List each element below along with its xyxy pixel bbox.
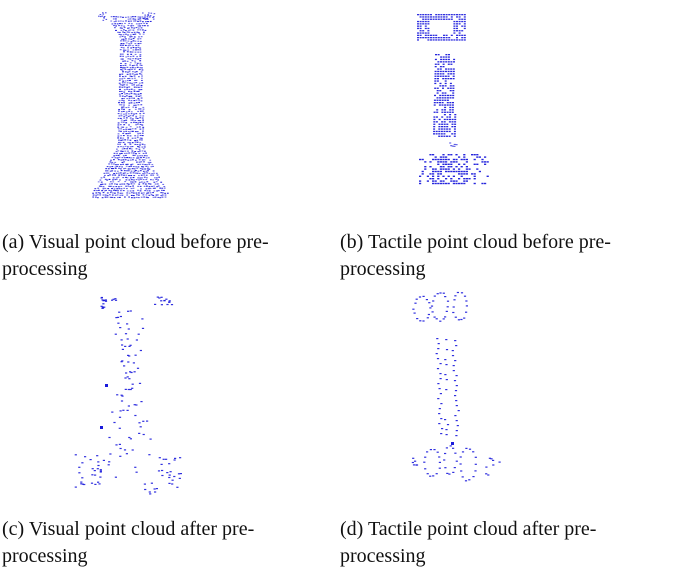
- caption-d: (d) Tactile point cloud after pre- proce…: [340, 516, 596, 570]
- visual-after-plot: [74, 296, 182, 495]
- tactile-after-point-cloud: [405, 288, 515, 488]
- visual-before-plot: [92, 12, 169, 199]
- caption-b-line1: (b) Tactile point cloud before pre-: [340, 231, 611, 253]
- caption-c-line2: processing: [2, 545, 88, 567]
- caption-d-line2: processing: [340, 545, 426, 567]
- tactile-before-plot: [417, 14, 489, 185]
- caption-a: (a) Visual point cloud before pre- proce…: [2, 229, 269, 283]
- visual-after-point-cloud: [70, 292, 190, 497]
- tactile-before-point-cloud: [405, 6, 500, 191]
- caption-b: (b) Tactile point cloud before pre- proc…: [340, 229, 611, 283]
- caption-c: (c) Visual point cloud after pre- proces…: [2, 516, 254, 570]
- caption-d-line1: (d) Tactile point cloud after pre-: [340, 518, 597, 540]
- caption-b-line2: processing: [340, 258, 426, 280]
- tactile-after-plot: [411, 291, 501, 482]
- visual-before-point-cloud: [70, 6, 190, 206]
- caption-c-line1: (c) Visual point cloud after pre-: [2, 518, 255, 540]
- caption-a-line1: (a) Visual point cloud before pre-: [2, 231, 269, 253]
- caption-a-line2: processing: [2, 258, 88, 280]
